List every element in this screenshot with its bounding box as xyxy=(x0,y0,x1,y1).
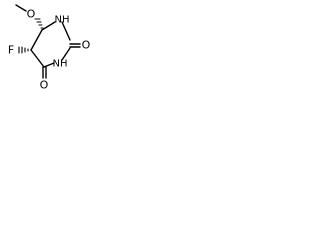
atom-oxygen-4: O xyxy=(40,79,49,92)
atom-n3: NH xyxy=(53,59,68,70)
hashed-wedge-methoxy xyxy=(34,18,44,29)
bond-c2-n3 xyxy=(61,47,71,61)
hashed-wedge-fluoro xyxy=(18,46,29,54)
bond-n1-c2 xyxy=(61,21,71,41)
bond-c4-c5 xyxy=(30,49,45,68)
bond-o-methyl xyxy=(15,4,27,12)
molecule-structure: O F NH NH O O xyxy=(8,4,91,92)
atom-n1: NH xyxy=(55,15,70,26)
atom-fluorine: F xyxy=(8,44,14,57)
atom-methoxy-oxygen: O xyxy=(27,8,36,21)
bond-c5-c6 xyxy=(30,29,43,51)
atom-oxygen-2: O xyxy=(82,39,91,52)
bond-n3-c4 xyxy=(43,62,55,68)
bond-c6-n1 xyxy=(41,21,56,31)
